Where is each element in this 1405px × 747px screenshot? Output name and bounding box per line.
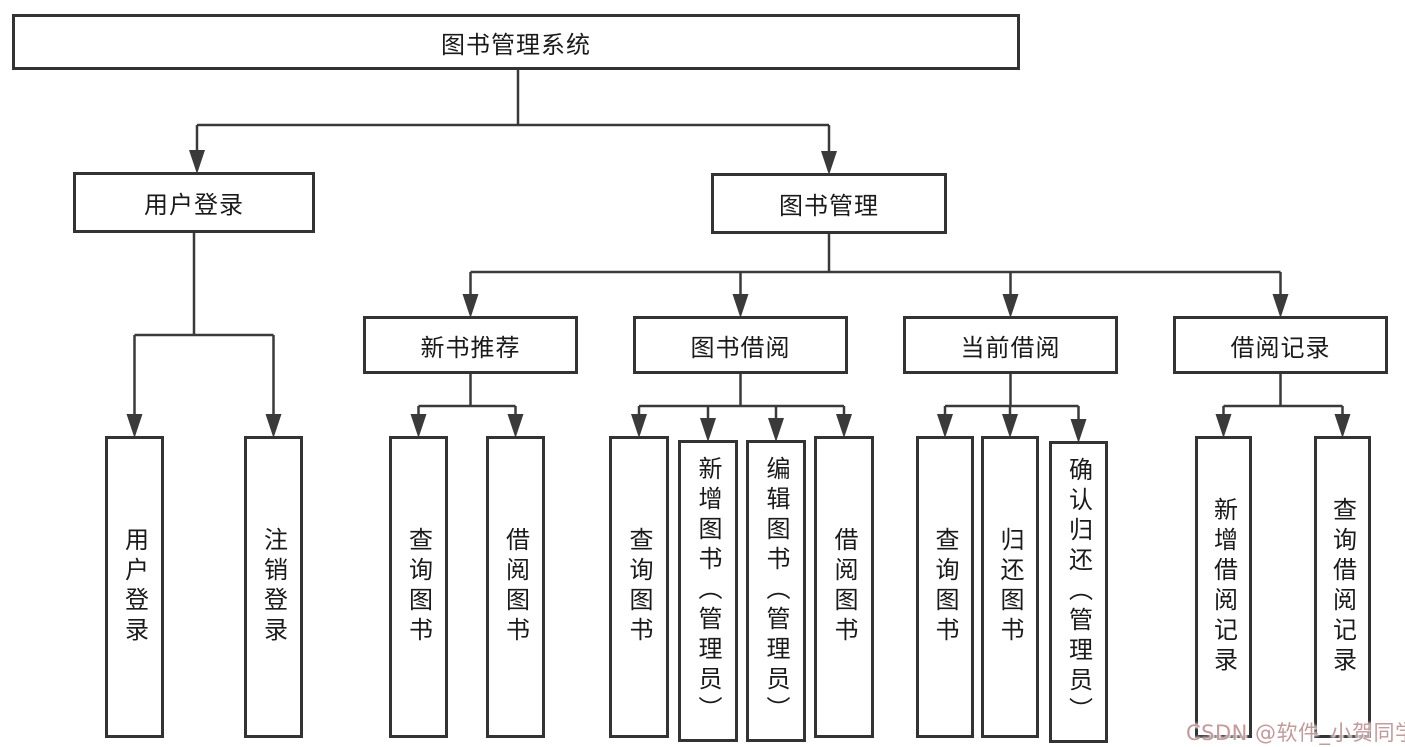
node-library-management-system: 图书管理系统 <box>12 14 1020 70</box>
node-new-book-recommend: 新书推荐 <box>363 316 578 374</box>
node-borrow-records: 借阅记录 <box>1173 316 1388 374</box>
connector-user-login <box>133 233 275 433</box>
leaf-current-query-book-label: 查询图书 <box>931 527 959 647</box>
leaf-logout: 注销登录 <box>244 436 303 738</box>
node-book-borrow: 图书借阅 <box>633 316 848 374</box>
leaf-newbook-query-book: 查询图书 <box>389 436 448 738</box>
leaf-borrow-edit-book-admin-label: 编辑图书（管理员） <box>762 456 790 726</box>
leaf-borrow-add-book-admin: 新增图书（管理员） <box>678 440 738 742</box>
leaf-borrow-borrow-book-label: 借阅图书 <box>830 527 858 647</box>
leaf-borrow-borrow-book: 借阅图书 <box>814 436 874 738</box>
leaf-newbook-borrow-book-label: 借阅图书 <box>501 527 530 647</box>
leaf-records-query-record-label: 查询借阅记录 <box>1328 497 1357 677</box>
csdn-watermark: CSDN @软件_小贺同学 <box>1186 721 1405 745</box>
leaf-current-confirm-return-admin-label: 确认归还（管理员） <box>1064 457 1093 727</box>
leaf-borrow-add-book-admin-label: 新增图书（管理员） <box>694 456 722 726</box>
node-user-login: 用户登录 <box>73 172 315 233</box>
connector-root <box>195 70 831 171</box>
leaf-records-add-record-label: 新增借阅记录 <box>1209 497 1238 677</box>
connector-book-management <box>469 234 1282 313</box>
leaf-current-query-book: 查询图书 <box>916 436 974 738</box>
leaf-user-login-label: 用户登录 <box>120 527 149 647</box>
leaf-user-login: 用户登录 <box>105 436 164 738</box>
leaf-current-return-book-label: 归还图书 <box>996 527 1024 647</box>
node-current-borrow: 当前借阅 <box>903 316 1118 374</box>
leaf-borrow-query-book-label: 查询图书 <box>625 527 653 647</box>
connector-new-book <box>417 374 517 433</box>
leaf-records-query-record: 查询借阅记录 <box>1314 436 1371 738</box>
leaf-newbook-borrow-book: 借阅图书 <box>486 436 545 738</box>
leaf-current-confirm-return-admin: 确认归还（管理员） <box>1049 441 1108 743</box>
arrowheads <box>126 150 1351 443</box>
node-book-management: 图书管理 <box>711 173 947 234</box>
leaf-records-add-record: 新增借阅记录 <box>1195 436 1252 738</box>
leaf-logout-label: 注销登录 <box>259 527 288 647</box>
connector-borrow-records <box>1222 374 1344 433</box>
connector-book-borrow <box>637 374 846 437</box>
leaf-borrow-edit-book-admin: 编辑图书（管理员） <box>746 440 806 742</box>
leaf-current-return-book: 归还图书 <box>981 436 1039 738</box>
leaf-borrow-query-book: 查询图书 <box>609 436 669 738</box>
leaf-newbook-query-book-label: 查询图书 <box>404 527 433 647</box>
